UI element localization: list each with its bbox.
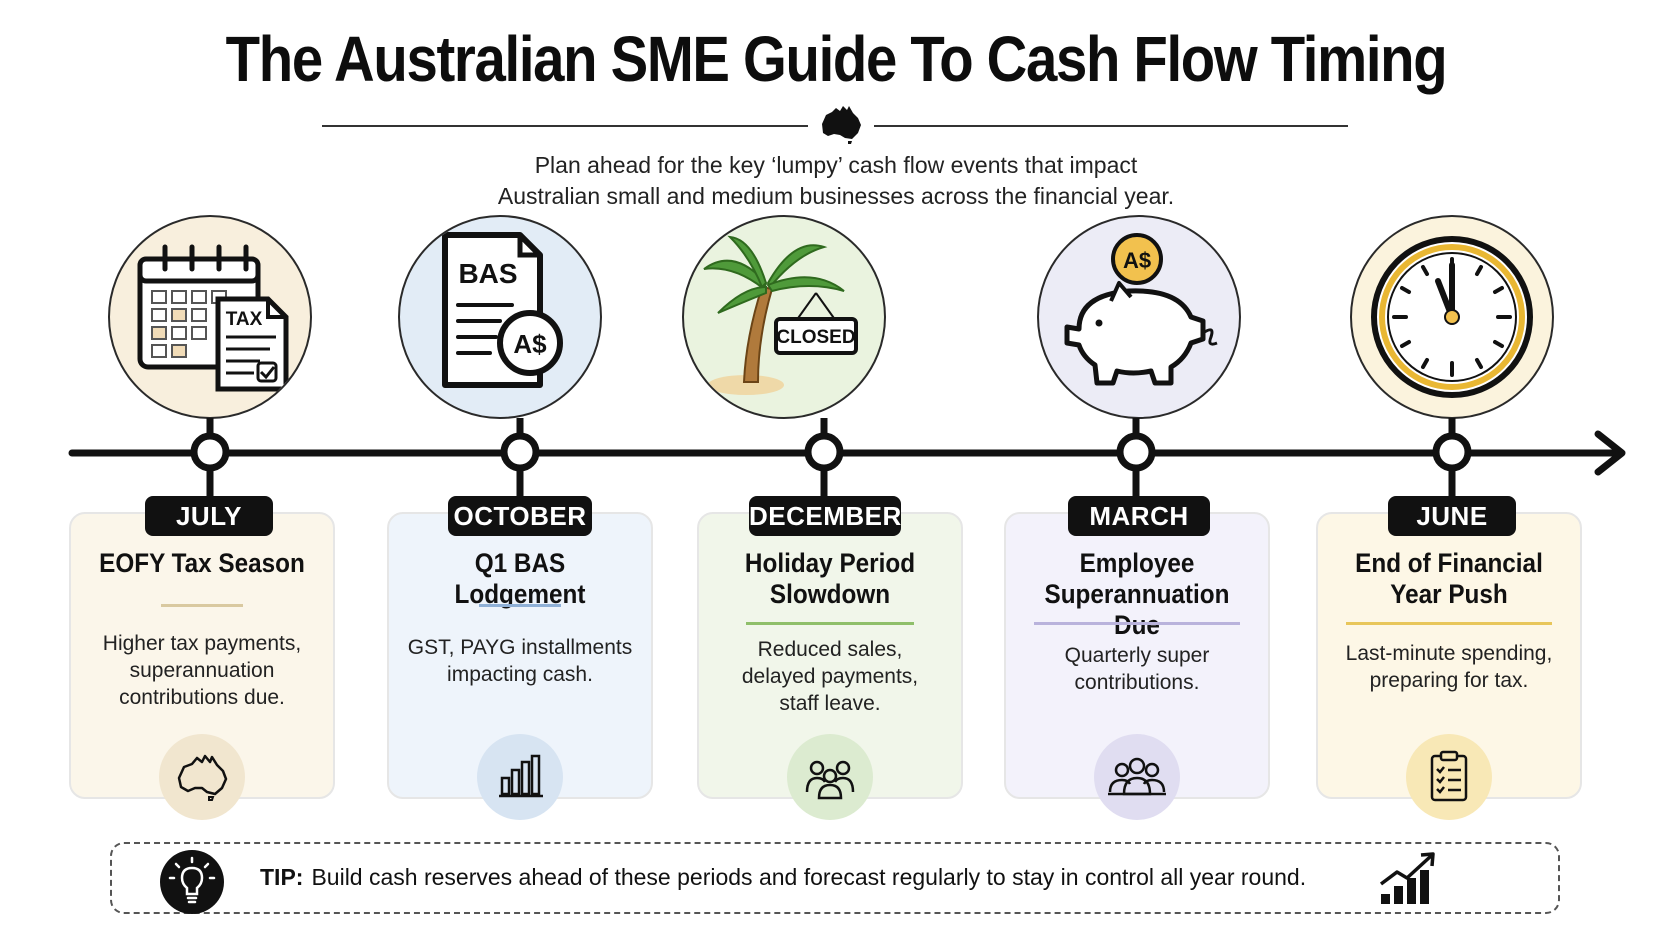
timeline	[68, 418, 1626, 496]
team-icon	[1108, 757, 1166, 796]
event-divider	[746, 622, 914, 625]
australia-map-icon	[822, 106, 861, 144]
tip-message: Build cash reserves ahead of these perio…	[311, 864, 1307, 890]
event-icon	[787, 734, 873, 820]
event-title: EOFY Tax Season	[99, 548, 305, 578]
currency-label: A$	[513, 329, 547, 359]
title-rule-left	[322, 125, 808, 127]
event-description: Last-minute spending,preparing for tax.	[1345, 642, 1553, 692]
tip-label: TIP:	[260, 864, 304, 890]
event-divider	[479, 604, 561, 607]
tax-label: TAX	[226, 309, 263, 330]
clock-icon	[1371, 236, 1533, 398]
month-badge-december: DECEMBER	[749, 496, 901, 536]
june-illustration	[1350, 215, 1554, 419]
tip-box: TIP: Build cash reserves ahead of these p…	[110, 842, 1560, 914]
event-title: Q1 BAS Lodgement	[454, 548, 586, 609]
svg-text:A$: A$	[1123, 248, 1151, 273]
march-illustration: A$	[1037, 215, 1241, 419]
event-icon	[477, 734, 563, 820]
tip-text: TIP: Build cash reserves ahead of these p…	[260, 864, 1306, 891]
checklist-icon	[1430, 750, 1468, 802]
closed-sign-label: CLOSED	[776, 327, 855, 348]
australia-map-icon	[177, 754, 228, 801]
event-divider	[1034, 622, 1240, 625]
bas-label: BAS	[458, 258, 517, 289]
event-icon	[159, 734, 245, 820]
october-illustration: BAS A$	[398, 215, 602, 419]
timeline-node-march	[1116, 432, 1156, 472]
timeline-arrow-icon	[1594, 430, 1626, 476]
event-divider	[161, 604, 243, 607]
event-divider	[1346, 622, 1552, 625]
event-description: Reduced sales,delayed payments,staff lea…	[741, 638, 919, 715]
palm-tree-icon: CLOSED	[703, 235, 858, 395]
timeline-node-october	[500, 432, 540, 472]
subtitle: Plan ahead for the key ‘lumpy’ cash flow…	[497, 152, 1175, 209]
month-badge-july: JULY	[145, 496, 273, 536]
event-card-july: EOFY Tax Season Higher tax payments,supe…	[69, 512, 335, 820]
page-title: The Australian SME Guide To Cash Flow Ti…	[225, 23, 1448, 95]
month-badge-october: OCTOBER	[448, 496, 592, 536]
event-icon	[1406, 734, 1492, 820]
calendar-tax-icon: TAX	[137, 244, 289, 392]
timeline-node-june	[1432, 432, 1472, 472]
event-icon	[1094, 734, 1180, 820]
timeline-node-december	[804, 432, 844, 472]
title-rule-right	[874, 125, 1348, 127]
july-illustration: TAX	[108, 215, 312, 419]
growth-chart-icon	[1379, 852, 1435, 904]
bar-chart-icon	[499, 754, 543, 798]
timeline-node-july	[190, 432, 230, 472]
lightbulb-icon	[160, 850, 224, 914]
december-illustration: CLOSED	[682, 215, 886, 419]
bas-document-icon: BAS A$	[442, 232, 563, 388]
people-group-icon	[805, 760, 855, 800]
piggy-bank-icon: A$	[1064, 233, 1218, 386]
month-badge-march: MARCH	[1068, 496, 1210, 536]
month-badge-june: JUNE	[1388, 496, 1516, 536]
